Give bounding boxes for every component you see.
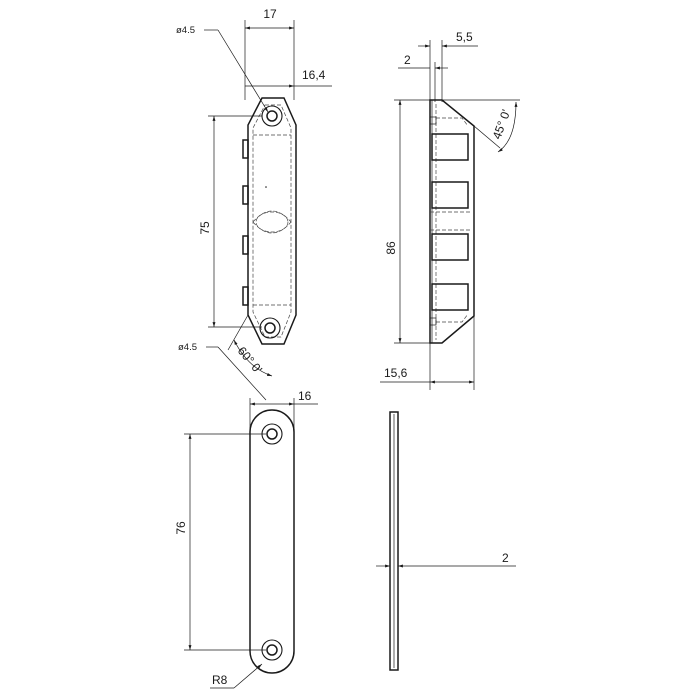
top-hole-outer <box>261 105 283 127</box>
dim-step-5-5: 5,5 <box>456 30 473 44</box>
body-front-dimensions: 17 16,4 ø4.5 75 60° 0' ø4.5 <box>176 7 332 401</box>
dim-height-86: 86 <box>384 241 398 255</box>
pocket-3 <box>431 233 469 261</box>
pocket-4 <box>431 283 469 311</box>
dim-height-76: 76 <box>174 521 188 535</box>
plate-bottom-hole-inner <box>266 644 278 656</box>
dim-angle-45: 45° 0' <box>490 108 514 141</box>
bottom-hole-inner <box>264 322 276 334</box>
pocket-2 <box>431 181 469 209</box>
plate-top-hole-inner <box>266 428 278 440</box>
body-front-view <box>242 97 297 345</box>
top-hole-inner <box>266 110 278 122</box>
dim-depth-15-6: 15,6 <box>384 366 408 380</box>
dim-height-75: 75 <box>198 221 212 235</box>
dim-angle-60: 60° 0' <box>235 344 265 376</box>
pocket-1 <box>431 133 469 161</box>
dim-radius-r8: R8 <box>212 673 228 687</box>
dim-thickness-2: 2 <box>404 53 411 67</box>
plate-side-dimensions: 2 <box>376 551 516 568</box>
body-side-view <box>429 99 475 344</box>
plate-front-dimensions: 16 76 R8 <box>174 389 318 689</box>
dim-plate-thickness-2: 2 <box>502 551 509 565</box>
dim-hole-bottom: ø4.5 <box>178 342 197 353</box>
dim-hole-top: ø4.5 <box>176 25 195 36</box>
dim-offset-16-4: 16,4 <box>302 68 326 82</box>
dim-width-16: 16 <box>298 389 312 403</box>
plate-front-view <box>249 409 295 674</box>
bottom-hole-outer <box>259 317 281 339</box>
plate-side-view <box>389 411 399 671</box>
dim-width-17: 17 <box>263 7 277 21</box>
